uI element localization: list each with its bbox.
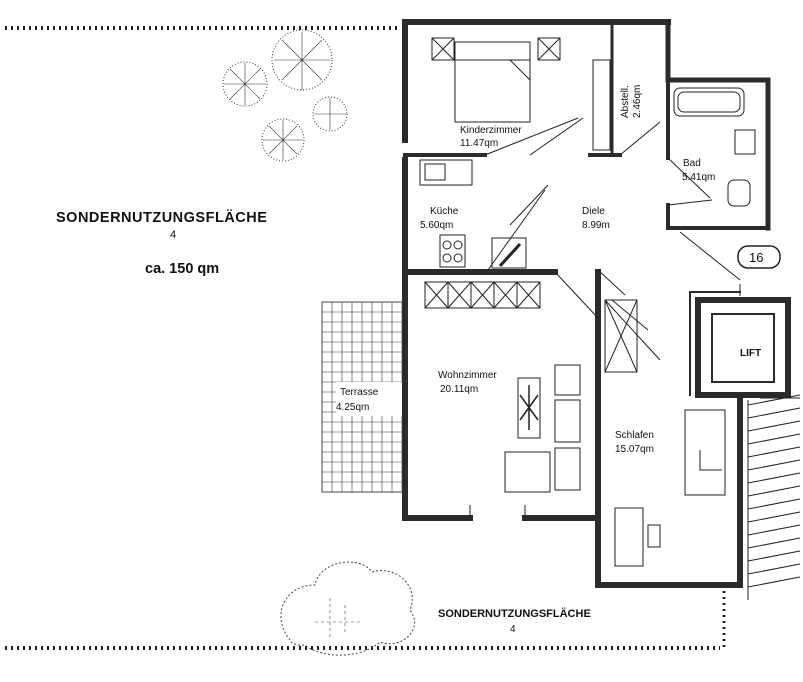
room-area-wohnzimmer: 20.11qm: [440, 384, 478, 395]
armchair: [504, 451, 551, 493]
coffee-table: [517, 377, 541, 439]
staircase: [747, 394, 801, 588]
walls: [402, 19, 791, 588]
garden-bottom-number: 4: [510, 624, 516, 635]
plan-line: [747, 407, 801, 419]
armchair: [554, 447, 581, 491]
bed-schlafen: [684, 409, 726, 496]
bush-bottom: [280, 561, 416, 656]
kitchen-counter: [419, 159, 473, 186]
washbasin: [734, 129, 756, 155]
room-name-abstell: Abstell.: [620, 85, 631, 118]
plan-line: [447, 281, 472, 309]
unit-number: 16: [749, 250, 763, 265]
garden-top-number: 4: [170, 229, 176, 241]
room-name-bad: Bad: [683, 158, 701, 169]
plan-line: [747, 511, 801, 523]
tree-icon: [312, 96, 348, 132]
room-area-terrasse: 4.25qm: [336, 402, 369, 413]
room-name-diele: Diele: [582, 206, 605, 217]
room-area-schlafen: 15.07qm: [615, 444, 654, 455]
plan-line: [747, 537, 801, 549]
plan-line: [470, 281, 495, 309]
plan-line: [516, 281, 541, 309]
tree-icon: [261, 118, 305, 162]
unit-number-badge: [737, 245, 781, 269]
bed-kinderzimmer: [454, 41, 531, 123]
room-area-abstell: 2.46qm: [632, 85, 643, 118]
bathtub: [673, 87, 745, 117]
room-area-bad: 5.41qm: [682, 172, 715, 183]
plan-line: [747, 576, 801, 588]
armchair: [554, 399, 581, 443]
room-name-kinderzimmer: Kinderzimmer: [460, 125, 522, 136]
garden-top-size: ca. 150 qm: [145, 261, 219, 277]
closet-schlafen: [604, 299, 638, 373]
plan-line: [747, 485, 801, 497]
toilet: [727, 179, 751, 207]
plan-line: [747, 524, 801, 536]
room-name-wohnzimmer: Wohnzimmer: [438, 370, 497, 381]
plan-line: [747, 446, 801, 458]
garden-bottom-label: SONDERNUTZUNGSFLÄCHE: [438, 607, 591, 620]
wardrobe-kinderzimmer: [592, 59, 611, 151]
labels: SONDERNUTZUNGSFLÄCHE 4 ca. 150 qm SONDER…: [56, 85, 781, 635]
plan-line: [493, 281, 518, 309]
plan-line: [424, 281, 449, 309]
nightstand-right: [537, 37, 561, 61]
plan-line: [747, 498, 801, 510]
plan-line: [747, 459, 801, 471]
furniture: [419, 37, 801, 600]
plan-line: [747, 550, 801, 562]
plan-line: [747, 433, 801, 445]
room-area-kinderzimmer: 11.47qm: [460, 138, 498, 149]
armchair: [554, 364, 581, 396]
room-name-terrasse: Terrasse: [340, 387, 379, 398]
room-area-kueche: 5.60qm: [420, 220, 453, 231]
door-swings: [469, 117, 741, 518]
tree-icon: [222, 61, 268, 107]
plan-line: [747, 563, 801, 575]
nightstand-left: [431, 37, 455, 61]
lift-label: LIFT: [740, 348, 761, 359]
garden-top-label: SONDERNUTZUNGSFLÄCHE: [56, 209, 267, 226]
plan-line: [747, 394, 801, 406]
room-area-diele: 8.99m: [582, 220, 610, 231]
plan-line: [747, 420, 801, 432]
plan-line: [747, 472, 801, 484]
tree-group-top: [222, 29, 348, 162]
room-name-kueche: Küche: [430, 206, 459, 217]
room-name-schlafen: Schlafen: [615, 430, 654, 441]
tree-icon: [271, 29, 333, 91]
desk: [614, 507, 644, 567]
